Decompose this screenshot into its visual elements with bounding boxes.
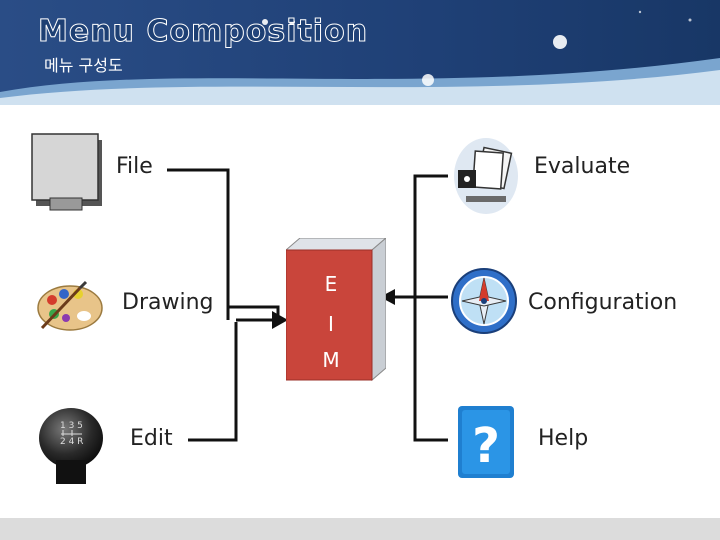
page-title: Menu Composition (37, 14, 369, 50)
header-banner: Menu Composition 메뉴 구성도 (0, 0, 720, 105)
svg-text:?: ? (472, 418, 500, 474)
svg-text:2 4 R: 2 4 R (60, 437, 83, 447)
paint-palette-icon[interactable] (34, 278, 106, 336)
menu-item-edit[interactable]: Edit (130, 426, 173, 451)
menu-item-configuration[interactable]: Configuration (528, 290, 678, 315)
menu-item-evaluate[interactable]: Evaluate (534, 154, 631, 179)
drawing-connector (228, 305, 280, 322)
document-stack-icon[interactable] (452, 136, 520, 216)
arrow-into-eim-right (380, 289, 395, 305)
blank-window-icon[interactable] (30, 132, 104, 214)
file-connector (167, 168, 230, 320)
eim-letter-i: I (328, 312, 334, 336)
eim-letter-m: M (322, 348, 340, 372)
evaluate-connector (413, 174, 448, 297)
question-mark-icon[interactable]: ? (458, 406, 514, 478)
arrow-into-eim-left (272, 311, 288, 329)
edit-connector (188, 322, 238, 442)
compass-icon[interactable] (450, 266, 518, 336)
eim-box (286, 238, 386, 382)
menu-item-file[interactable]: File (116, 154, 153, 179)
page-subtitle: 메뉴 구성도 (44, 56, 123, 75)
header-background (0, 0, 720, 105)
menu-item-help[interactable]: Help (538, 426, 589, 451)
eim-letter-e: E (324, 272, 338, 296)
menu-item-drawing[interactable]: Drawing (122, 290, 214, 315)
help-connector (413, 297, 448, 442)
footer-bar (0, 518, 720, 540)
gear-shift-knob-icon[interactable]: 1 3 5 2 4 R (36, 404, 106, 486)
svg-text:1 3 5: 1 3 5 (60, 421, 83, 431)
